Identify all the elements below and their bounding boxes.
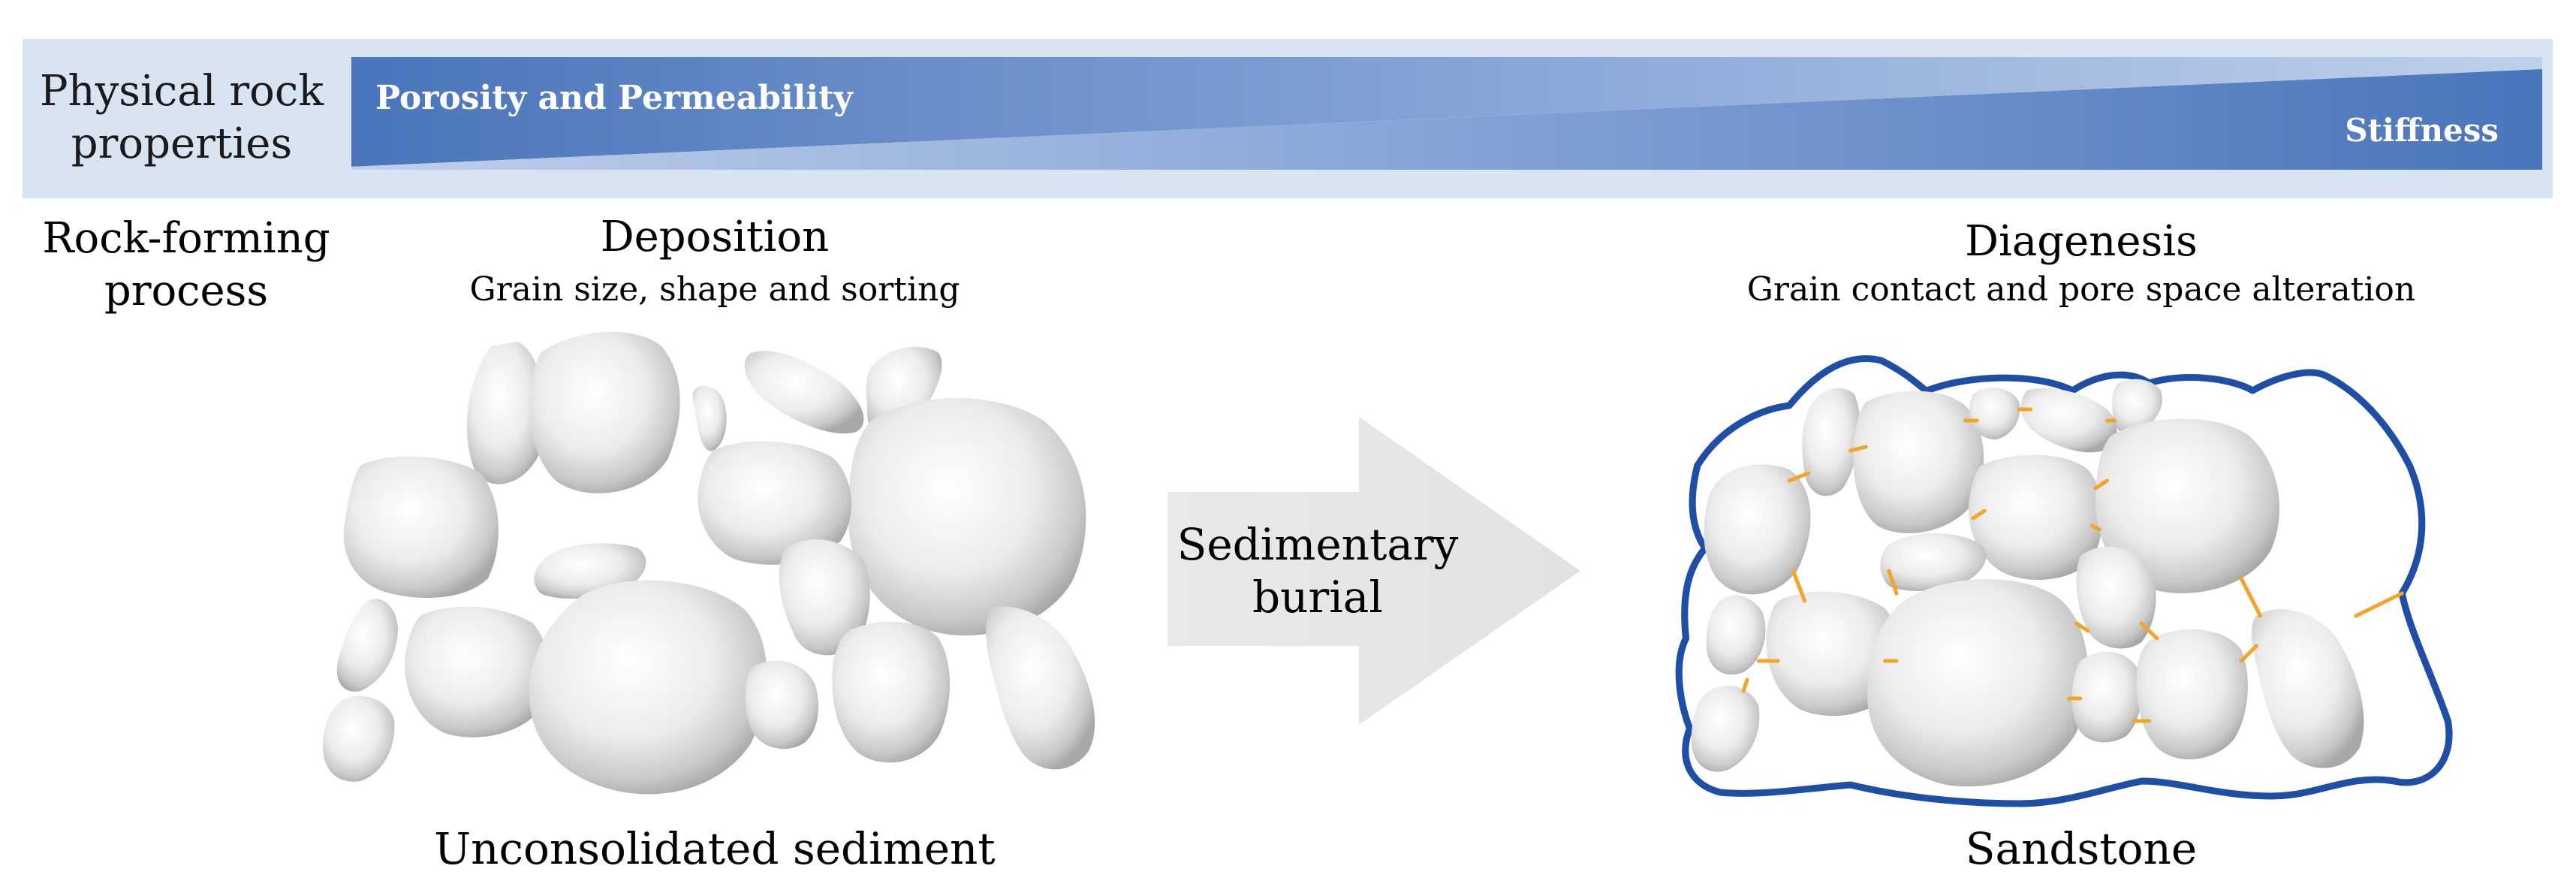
sandstone-caption: Sandstone: [1966, 823, 2197, 874]
stiffness-wedge: [351, 69, 2542, 170]
arrow-label-line1: Sedimentary: [1177, 519, 1459, 570]
deposition-subtitle: Grain size, shape and sorting: [469, 270, 960, 309]
diagenesis-title: Diagenesis: [1965, 217, 2198, 266]
porosity-permeability-wedge: [351, 57, 2542, 167]
deposition-title: Deposition: [601, 213, 829, 261]
diagenesis-subtitle: Grain contact and pore space alteration: [1747, 270, 2415, 309]
rock-forming-process-label-line2: process: [104, 267, 268, 315]
stiffness-label: Stiffness: [2345, 112, 2499, 149]
sandstone-grains: [1675, 355, 2453, 807]
unconsolidated-sediment-caption: Unconsolidated sediment: [434, 823, 995, 874]
physical-rock-properties-label-line1: Physical rock: [40, 67, 324, 116]
rock-forming-process-label-line1: Rock-forming: [42, 214, 330, 263]
sedimentary-burial-arrow: [1167, 417, 1580, 725]
physical-rock-properties-label-line2: properties: [71, 119, 292, 168]
porosity-permeability-label: Porosity and Permeability: [375, 79, 854, 117]
unconsolidated-sediment-grains: [323, 331, 1095, 795]
arrow-label-line2: burial: [1252, 572, 1383, 623]
